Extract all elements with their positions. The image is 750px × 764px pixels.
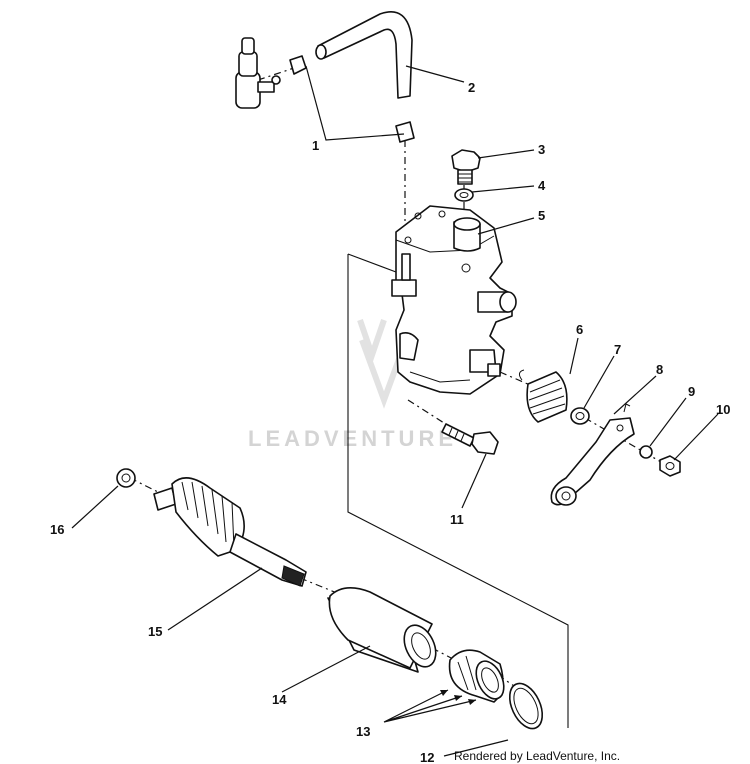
leader-lines: [71, 65, 719, 757]
o-ring-part: [508, 682, 544, 730]
callout-15: 15: [148, 624, 162, 639]
centerlines: [129, 67, 669, 691]
oil-seal-part: [448, 649, 505, 703]
drive-gear-shaft-part: [153, 477, 307, 587]
callout-12: 12: [420, 750, 434, 764]
callout-8: 8: [656, 362, 663, 377]
callout-numbers: 1 2 3 4 5 6 7 8 9 10 11 12 13 14 15 16: [50, 80, 730, 764]
callout-11: 11: [450, 512, 464, 527]
nut-part: [659, 455, 681, 477]
callout-5: 5: [538, 208, 545, 223]
washer-16-hole: [121, 473, 131, 483]
washer-16-part: [116, 468, 136, 488]
callout-2: 2: [468, 80, 475, 95]
callout-13-arrowheads: [440, 690, 476, 705]
washer-hole: [459, 192, 469, 198]
callout-4: 4: [538, 178, 546, 193]
washer-part: [454, 188, 474, 202]
assembly-outline: [347, 253, 569, 728]
callout-10: 10: [716, 402, 730, 417]
watermark-text: LEADVENTURE: [248, 426, 457, 451]
banjo-bolt-part: [451, 149, 481, 185]
hose-clamp-part: [289, 55, 415, 143]
callout-3: 3: [538, 142, 545, 157]
callout-1: 1: [312, 138, 319, 153]
callout-7: 7: [614, 342, 621, 357]
callout-6: 6: [576, 322, 583, 337]
render-credit: Rendered by LeadVenture, Inc.: [454, 749, 620, 763]
washer-7-hole: [575, 412, 585, 420]
washer-9-part: [639, 445, 653, 459]
callout-14: 14: [272, 692, 287, 707]
pump-lever-part: [550, 403, 635, 506]
o-ring-inner: [513, 687, 539, 725]
oil-pump-body-part: [391, 205, 517, 395]
fitting-part: [235, 37, 281, 109]
hose-part: [315, 11, 413, 99]
leadventure-watermark: LEADVENTURE: [248, 319, 457, 451]
return-spring-part: [518, 369, 568, 423]
washer-7-part: [570, 407, 590, 425]
callout-13: 13: [356, 724, 370, 739]
callout-9: 9: [688, 384, 695, 399]
callout-16: 16: [50, 522, 64, 537]
gear-sleeve-part: [327, 587, 437, 673]
screw-part: [441, 423, 499, 455]
